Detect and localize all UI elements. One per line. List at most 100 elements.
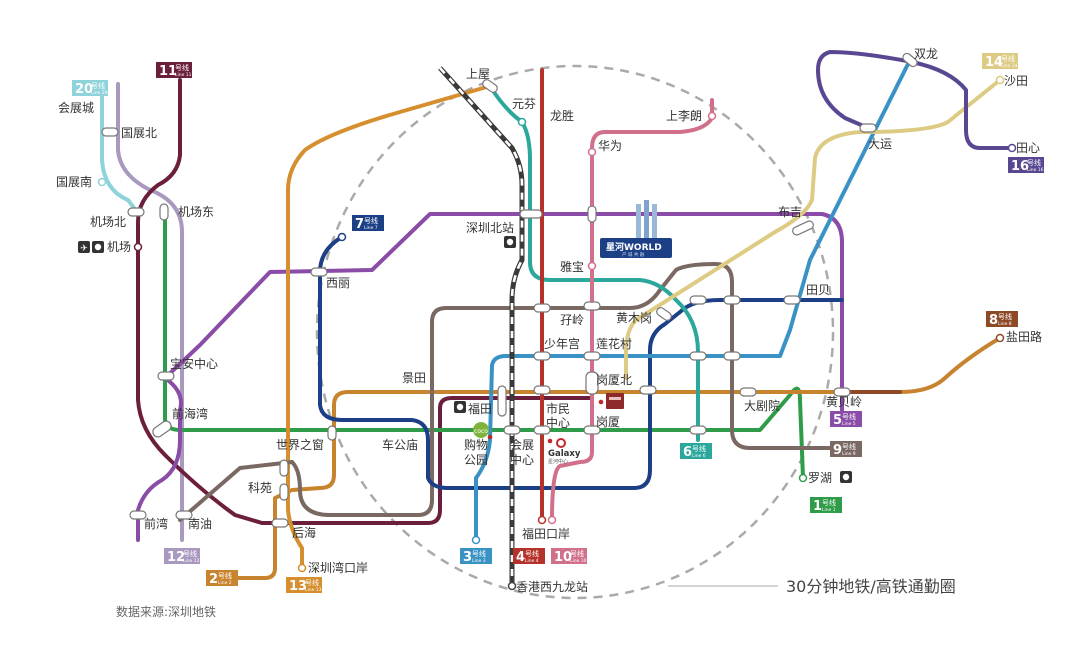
badge-background (156, 62, 192, 78)
station-label: 会展城 (58, 101, 94, 115)
interchange-marker (792, 220, 814, 236)
interchange-marker (310, 267, 328, 277)
interchange-marker (129, 510, 147, 520)
line-16 (816, 50, 1014, 150)
station-label: 福田 (468, 401, 492, 416)
station-label: 布吉 (778, 205, 802, 219)
station-dot (507, 581, 517, 591)
line-11 (136, 78, 594, 525)
badge-background (206, 570, 238, 586)
badge-number: 11 (159, 64, 177, 79)
badge-hao: 号线 (1027, 158, 1041, 167)
interchange-marker (739, 387, 757, 397)
station-label: 中心 (510, 452, 534, 467)
badge-hao: 号线 (842, 442, 856, 451)
interchange-marker (327, 425, 337, 441)
badge-en: Line 12 (183, 558, 200, 564)
badge-en: Line 9 (842, 451, 856, 457)
badge-background (982, 53, 1018, 69)
station-label: 公园 (464, 453, 488, 467)
line-7 (318, 235, 844, 490)
interchange-marker (127, 207, 145, 217)
badge-en: Line 6 (692, 453, 706, 459)
station-label: 世界之窗 (276, 438, 324, 452)
interchange-marker (503, 425, 521, 435)
station-dot (995, 75, 1005, 85)
interchange-marker (902, 52, 918, 68)
badge-background (513, 548, 545, 564)
interchange-marker (159, 203, 169, 221)
interchange-marker (859, 123, 877, 133)
interchange-marker (783, 295, 801, 305)
badge-background (72, 80, 108, 96)
interchange-marker (279, 483, 289, 501)
station-label: 车公庙 (382, 437, 418, 452)
badge-number: 3 (463, 550, 472, 565)
badge-en: Line 10 (570, 558, 587, 564)
badge-number: 2 (209, 572, 218, 587)
badge-hao: 号线 (842, 412, 856, 421)
badge-number: 7 (355, 217, 364, 232)
badge-number: 13 (289, 579, 307, 594)
badge-en: Line 4 (525, 558, 539, 564)
station-label: 黄贝岭 (826, 395, 862, 409)
airport-icon: ✈ (78, 241, 90, 254)
station-label: 后海 (292, 525, 316, 540)
station-label: 市民 (546, 401, 570, 416)
line-3 (474, 58, 912, 542)
interchange-marker (585, 371, 599, 395)
station-label: 双龙 (914, 47, 938, 61)
badge-en: Line 7 (364, 225, 378, 231)
station-label: 国展北 (121, 126, 157, 140)
interchange-marker (723, 295, 741, 305)
interchange-marker (583, 351, 601, 361)
galaxy-sub: 星河中心 (548, 458, 568, 465)
badge-background (551, 548, 587, 564)
station-label: 中心 (546, 415, 570, 430)
station-dot (133, 242, 143, 252)
badge-number: 1 (813, 499, 822, 514)
interchange-marker (157, 371, 175, 381)
station-label: 科苑 (248, 481, 272, 495)
badge-hao: 号线 (364, 216, 378, 225)
station-label: 购物 (464, 437, 488, 452)
interchange-marker (279, 459, 289, 477)
badge-hao: 号线 (822, 498, 836, 507)
interchange-marker (533, 425, 551, 435)
station-label: 华为 (598, 139, 622, 153)
station-label: 莲花村 (596, 336, 632, 351)
badge-background (680, 443, 712, 459)
station-label: 深圳湾口岸 (308, 560, 368, 575)
station-label: 机场东 (178, 205, 214, 219)
badge-hao: 号线 (1001, 54, 1015, 63)
interchange-marker (689, 425, 707, 435)
badge-en: Line 16 (1027, 167, 1044, 173)
galaxy-label: Galaxy (548, 449, 581, 459)
station-label: 香港西九龙站 (516, 580, 588, 594)
interchange-marker (101, 127, 119, 137)
commute-caption: 30分钟地铁/高铁通勤圈 (786, 577, 956, 596)
station-labels: 会展城 国展北 国展南 机场北 机场东 机场 西丽 宝安中心 前海湾 世界之窗 … (56, 47, 1042, 594)
world-label: 星河WORLD (606, 241, 662, 253)
station-dot (798, 473, 808, 483)
interchange-marker (175, 510, 193, 520)
station-label: 机场 (107, 240, 131, 254)
station-dot (97, 177, 107, 187)
station-label: 盐田路 (1006, 329, 1042, 344)
svg-text:✈: ✈ (80, 244, 88, 254)
line-20 (100, 88, 139, 214)
station-label: 黄木岗 (616, 311, 652, 325)
station-label: 岗厦北 (596, 373, 632, 387)
badge-hao: 号线 (525, 549, 539, 558)
